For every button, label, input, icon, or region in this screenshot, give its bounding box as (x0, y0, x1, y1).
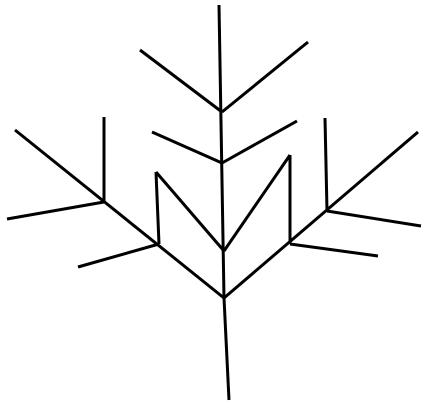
mid-chevron-left (152, 132, 222, 163)
right-limb (224, 132, 418, 298)
top-chevron-right (222, 42, 308, 112)
trunk-upper (219, 5, 224, 298)
mid-chevron-right (222, 121, 297, 163)
inner-left-vertical (156, 172, 159, 244)
inner-right-diagonal (224, 155, 290, 251)
top-chevron-left (140, 50, 222, 112)
right-limb-twig-out (327, 211, 421, 226)
inner-left-diagonal (156, 172, 224, 251)
right-lower-twig (290, 244, 378, 256)
tree-strokes (7, 5, 421, 400)
right-limb-twig-up (325, 118, 327, 211)
trunk-lower (224, 298, 229, 400)
left-limb-twig-out (7, 202, 104, 219)
left-lower-twig (78, 244, 159, 267)
